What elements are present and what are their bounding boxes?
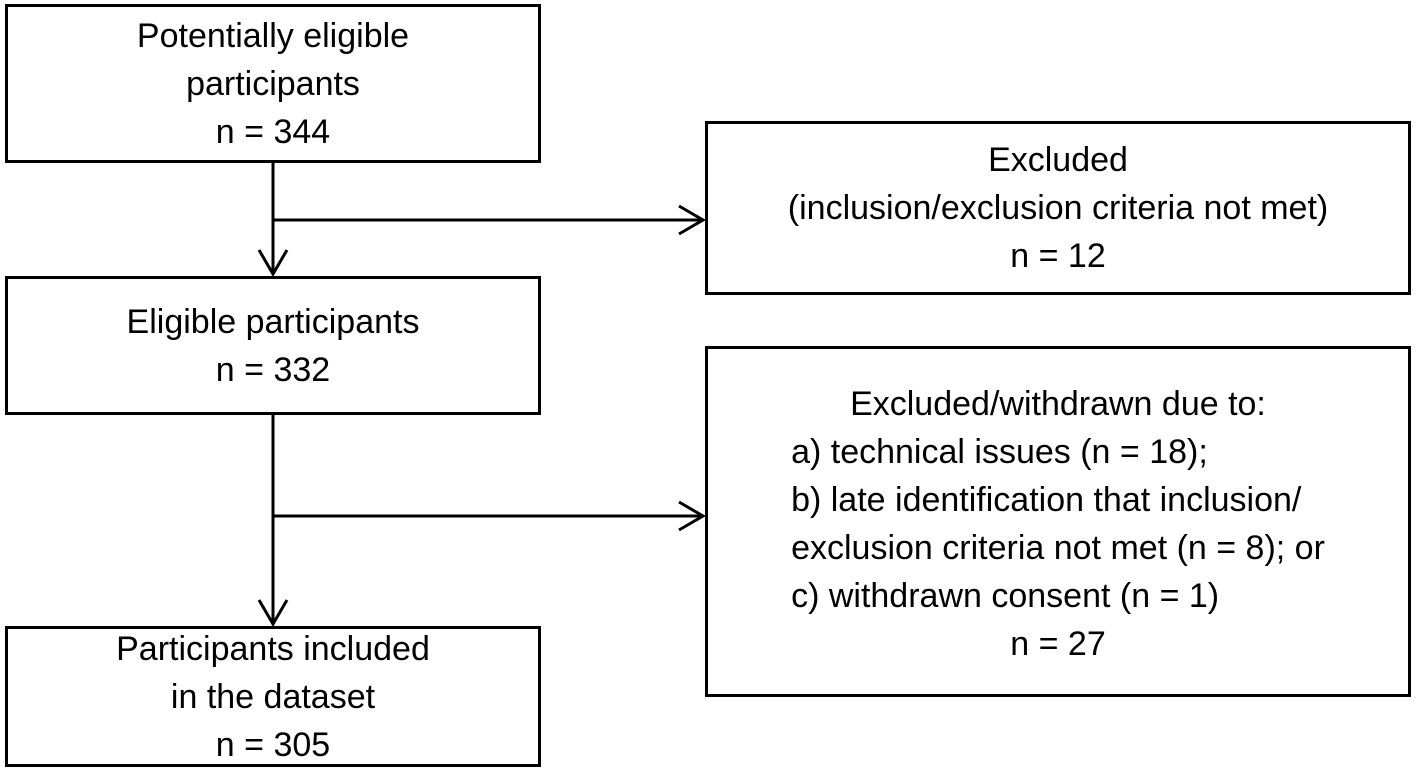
box-excluded2-count: n = 27 xyxy=(1010,624,1106,663)
box-included-count: n = 305 xyxy=(215,725,331,764)
reason-item: c) withdrawn consent (n = 1) xyxy=(791,576,1220,615)
box-potential-line-2: participants xyxy=(186,64,360,103)
box-potential-line-1: Potentially eligible xyxy=(136,16,410,55)
box-excluded1-title: Excluded xyxy=(988,141,1128,179)
box-excluded1-reason: (inclusion/exclusion criteria not met) xyxy=(787,189,1329,227)
box-excluded2-heading: Excluded/withdrawn due to: xyxy=(850,384,1266,423)
reason-item: exclusion criteria not met (n = 8); or xyxy=(791,528,1325,567)
arrowhead-to-excluded1 xyxy=(678,204,706,236)
box-included-line-2: in the dataset xyxy=(170,677,376,716)
reason-item: b) late identification that inclusion/ xyxy=(791,480,1302,519)
box-excluded1-count: n = 12 xyxy=(1010,237,1106,275)
box-eligible-count: n = 332 xyxy=(215,350,331,389)
box-excluded2-reason-list: a) technical issues (n = 18); b) late id… xyxy=(791,428,1325,620)
box-participants-included: Participants included in the dataset n =… xyxy=(5,626,541,767)
box-excluded2-content: Excluded/withdrawn due to: a) technical … xyxy=(791,380,1325,668)
box-eligible-title: Eligible participants xyxy=(126,302,420,341)
arrowhead-to-excluded2 xyxy=(678,500,706,532)
arrowhead-to-eligible xyxy=(257,249,289,277)
box-potentially-eligible: Potentially eligible participants n = 34… xyxy=(5,4,541,163)
box-potential-count: n = 344 xyxy=(215,112,331,151)
box-eligible-participants: Eligible participants n = 332 xyxy=(5,276,541,415)
box-excluded-criteria: Excluded (inclusion/exclusion criteria n… xyxy=(705,121,1411,295)
box-excluded-withdrawn: Excluded/withdrawn due to: a) technical … xyxy=(705,346,1411,697)
box-included-line-1: Participants included xyxy=(116,629,430,668)
arrowhead-to-included xyxy=(257,599,289,627)
reason-item: a) technical issues (n = 18); xyxy=(791,432,1208,471)
